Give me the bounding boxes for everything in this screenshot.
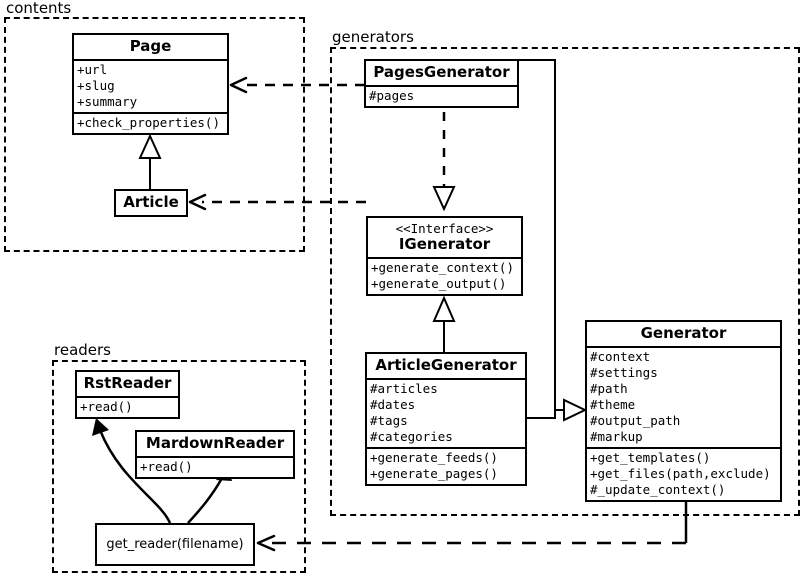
package-contents — [4, 17, 305, 252]
class-member: +slug — [77, 78, 115, 93]
class-generator-title: Generator — [640, 324, 727, 342]
package-contents-label: contents — [4, 0, 74, 17]
class-mardown-reader[interactable]: MardownReader +read() — [135, 430, 295, 479]
class-member: #pages — [369, 88, 415, 103]
class-member: +summary — [77, 94, 138, 109]
class-igenerator-methods: +generate_context() +generate_output() — [368, 257, 521, 294]
class-article-generator-attributes: #articles #dates #tags #categories — [367, 378, 525, 447]
class-member: #output_path — [590, 413, 681, 428]
function-get-reader[interactable]: get_reader(filename) — [95, 523, 255, 566]
class-member: +read() — [80, 399, 133, 414]
class-member: +generate_output() — [371, 276, 507, 291]
class-rst-reader-title: RstReader — [83, 374, 172, 392]
class-member: #articles — [370, 381, 438, 396]
class-pages-generator-title: PagesGenerator — [373, 63, 510, 81]
class-member: +generate_feeds() — [370, 450, 498, 465]
class-pages-generator-attributes: #pages — [366, 85, 517, 106]
class-page-methods: +check_properties() — [74, 112, 227, 133]
class-member: #categories — [370, 429, 453, 444]
class-igenerator-title: IGenerator — [398, 235, 491, 253]
class-rst-reader[interactable]: RstReader +read() — [75, 370, 180, 419]
class-member: +url — [77, 62, 108, 77]
class-member: +check_properties() — [77, 115, 220, 130]
class-mardown-reader-methods: +read() — [137, 456, 293, 477]
class-member: +get_templates() — [590, 450, 711, 465]
package-readers — [52, 360, 306, 573]
class-member: +read() — [140, 459, 193, 474]
class-article[interactable]: Article — [114, 189, 188, 217]
class-igenerator[interactable]: <<Interface>> IGenerator +generate_conte… — [366, 216, 523, 296]
class-rst-reader-methods: +read() — [77, 396, 178, 417]
class-member: #_update_context() — [590, 482, 726, 497]
class-pages-generator[interactable]: PagesGenerator #pages — [364, 59, 519, 108]
class-mardown-reader-title: MardownReader — [145, 434, 285, 452]
class-member: #dates — [370, 397, 416, 412]
class-member: #settings — [590, 365, 658, 380]
function-get-reader-label: get_reader(filename) — [106, 537, 244, 552]
class-article-generator[interactable]: ArticleGenerator #articles #dates #tags … — [365, 352, 527, 486]
package-generators-label: generators — [330, 28, 416, 46]
class-generator[interactable]: Generator #context #settings #path #them… — [585, 320, 782, 502]
class-page[interactable]: Page +url +slug +summary +check_properti… — [72, 33, 229, 135]
class-igenerator-stereotype: <<Interface>> — [395, 221, 494, 236]
package-readers-label: readers — [52, 341, 113, 359]
class-member: #tags — [370, 413, 408, 428]
class-page-title: Page — [129, 37, 172, 55]
class-article-generator-title: ArticleGenerator — [375, 356, 517, 374]
package-generators — [330, 47, 800, 516]
class-member: +generate_pages() — [370, 466, 498, 481]
class-member: #markup — [590, 429, 643, 444]
class-member: #context — [590, 349, 651, 364]
class-member: #theme — [590, 397, 636, 412]
class-generator-methods: +get_templates() +get_files(path,exclude… — [587, 447, 780, 500]
class-member: +get_files(path,exclude) — [590, 466, 771, 481]
class-page-attributes: +url +slug +summary — [74, 59, 227, 112]
class-article-generator-methods: +generate_feeds() +generate_pages() — [367, 447, 525, 484]
class-article-title: Article — [123, 193, 179, 211]
class-generator-attributes: #context #settings #path #theme #output_… — [587, 346, 780, 447]
class-member: +generate_context() — [371, 260, 514, 275]
class-member: #path — [590, 381, 628, 396]
